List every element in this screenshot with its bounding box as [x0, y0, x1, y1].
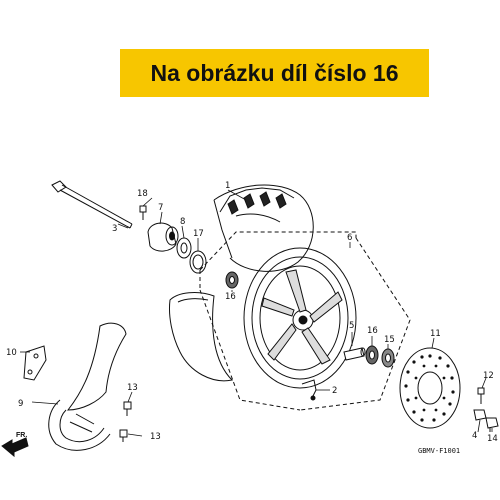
o-ring [189, 250, 207, 274]
axle-cap [485, 417, 499, 432]
part-label-16-right: 16 [367, 326, 378, 336]
part-label-5: 5 [349, 321, 354, 331]
small-bolt [139, 205, 147, 220]
part-label-6: 6 [347, 233, 352, 243]
bearing-right [365, 345, 379, 365]
banner-text: Na obrázku díl číslo 16 [150, 59, 399, 86]
highlight-banner: Na obrázku díl číslo 16 [120, 49, 429, 97]
part-label-8: 8 [180, 217, 185, 227]
part-labels: 1 2 3 4 5 6 7 8 9 10 11 12 13 13 14 15 1… [6, 181, 498, 444]
part-label-18: 18 [137, 189, 148, 199]
disk-bolt [477, 387, 485, 404]
wheel-rim [243, 247, 357, 389]
part-label-10: 10 [6, 348, 17, 358]
air-valve [301, 379, 317, 401]
guard-bolt-lower [119, 429, 128, 442]
front-arrow-label: FR. [16, 432, 27, 439]
guard-bolt-upper [123, 401, 132, 416]
part-label-14: 14 [487, 434, 498, 444]
right-dust-seal [381, 348, 395, 368]
part-label-13-upper: 13 [127, 383, 138, 393]
part-label-16-left: 16 [225, 292, 236, 302]
part-label-17: 17 [193, 229, 204, 239]
axle-bolt [51, 180, 133, 229]
part-label-13-lower: 13 [150, 432, 161, 442]
front-direction-arrow [1, 437, 29, 458]
axle-nut [473, 409, 487, 421]
part-label-12: 12 [483, 371, 494, 381]
brake-disk [399, 347, 461, 429]
leader-lines [20, 189, 493, 437]
part-label-1: 1 [225, 181, 230, 191]
part-label-15: 15 [384, 335, 395, 345]
front-fender-guard [48, 322, 127, 451]
distance-collar [343, 347, 366, 361]
part-label-7: 7 [158, 203, 163, 213]
diagram-code: GBMV-F1001 [418, 447, 460, 455]
tire [213, 184, 314, 272]
rear-fender [169, 292, 234, 382]
dust-seal [176, 237, 192, 259]
part-label-3: 3 [112, 224, 117, 234]
bearing-left [225, 271, 239, 289]
part-label-2: 2 [332, 386, 337, 396]
part-label-11: 11 [430, 329, 441, 339]
part-label-9: 9 [18, 399, 23, 409]
part-label-4: 4 [472, 431, 477, 441]
speedometer-gearbox [147, 222, 179, 252]
hose-bracket [23, 345, 47, 381]
